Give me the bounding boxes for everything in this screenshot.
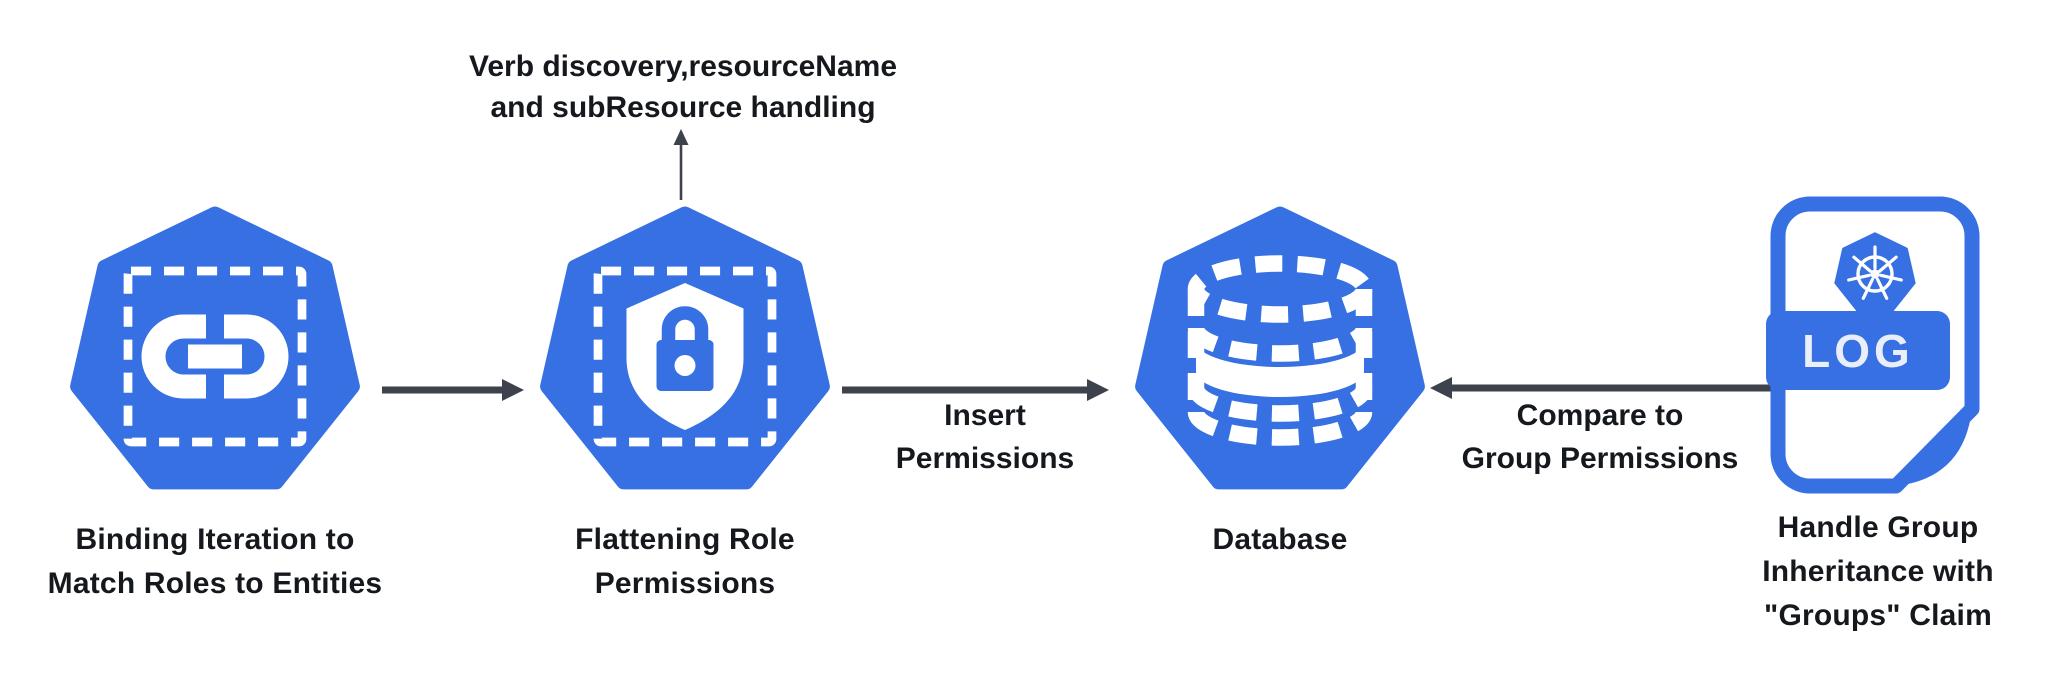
shield-lock-icon <box>626 283 744 430</box>
node-binding-caption: Binding Iteration to Match Roles to Enti… <box>15 518 415 606</box>
caption-line: Handle Group <box>1777 511 1979 544</box>
node-log-caption: Handle Group Inheritance with "Groups" C… <box>1738 506 2018 638</box>
arrow-up-annotation <box>673 129 689 200</box>
node-flattening-caption: Flattening Role Permissions <box>485 518 885 606</box>
dashed-selection-border <box>593 266 777 447</box>
caption-line: Flattening Role <box>575 523 795 556</box>
caption-line: Permissions <box>594 567 776 600</box>
chain-link-icon <box>141 314 289 399</box>
caption-line: "Groups" Claim <box>1764 599 1992 632</box>
database-solid-band <box>1196 341 1364 397</box>
caption-line: Database <box>1212 523 1348 556</box>
dashed-selection-border <box>123 266 307 447</box>
top-annotation: Verb discovery,resourceName and subResou… <box>418 46 948 128</box>
edge-label-line: Permissions <box>895 442 1075 475</box>
log-badge: LOG <box>1766 311 1950 390</box>
node-binding-heptagon <box>70 206 360 490</box>
edge-label-line: Group Permissions <box>1461 442 1739 475</box>
node-flattening-heptagon <box>540 206 830 490</box>
edge-label-insert-permissions: Insert Permissions <box>860 394 1110 480</box>
folded-corner <box>1896 409 1972 486</box>
arrow-log-to-database <box>1430 377 1774 399</box>
annotation-line: Verb discovery,resourceName <box>468 50 897 83</box>
caption-line: Inheritance with <box>1762 555 1994 588</box>
edge-label-line: Insert <box>944 399 1026 432</box>
caption-line: Binding Iteration to <box>75 523 355 556</box>
arrow-binding-to-flattening <box>382 379 524 401</box>
node-database-heptagon <box>1135 206 1425 490</box>
node-database-caption: Database <box>1080 518 1480 562</box>
annotation-line: and subResource handling <box>490 91 876 124</box>
edge-label-compare-permissions: Compare to Group Permissions <box>1450 394 1750 480</box>
arrow-flattening-to-database <box>842 379 1109 401</box>
kubernetes-wheel-icon <box>1830 228 1920 316</box>
edge-label-line: Compare to <box>1516 399 1684 432</box>
caption-line: Match Roles to Entities <box>47 567 383 600</box>
